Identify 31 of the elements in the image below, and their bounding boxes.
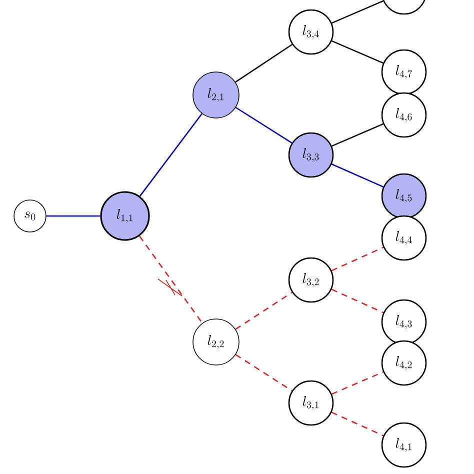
edge-line <box>139 236 203 324</box>
edge-line <box>235 354 292 392</box>
state-node: $l_{4,1}$ <box>381 422 427 468</box>
state-node: $s_0$ <box>14 200 46 232</box>
state-node: $l_{2,1}$ <box>192 72 240 118</box>
edge-line <box>332 123 384 147</box>
edge-line <box>331 288 384 314</box>
edge-line <box>331 164 384 188</box>
state-node <box>381 0 427 15</box>
state-node: $l_{3,2}$ <box>288 257 334 303</box>
edge-line <box>46 215 100 217</box>
state-node: $l_{2,2}$ <box>192 318 240 366</box>
state-node: $l_{3,4}$ <box>288 9 334 55</box>
edge-line <box>331 412 384 436</box>
edge-line <box>235 106 292 144</box>
state-node: $l_{4,7}$ <box>381 49 427 95</box>
state-node: $l_{4,3}$ <box>381 299 427 345</box>
edge-line <box>235 44 292 83</box>
state-node: $l_{3,3}$ <box>288 132 334 178</box>
edge-line <box>235 292 292 330</box>
state-node: $l_{4,2}$ <box>381 340 427 386</box>
state-node: $l_{4,5}$ <box>381 173 427 219</box>
edge-line <box>332 371 384 395</box>
edge-line <box>139 113 202 197</box>
edge-line <box>332 40 384 64</box>
state-node: $l_{3,1}$ <box>288 380 334 426</box>
state-node: $l_{4,4}$ <box>381 215 427 261</box>
edge-line <box>332 0 384 24</box>
state-node: $l_{1,1}$ <box>100 191 150 241</box>
edge-line <box>331 246 384 272</box>
state-node: $l_{4,6}$ <box>381 92 427 138</box>
